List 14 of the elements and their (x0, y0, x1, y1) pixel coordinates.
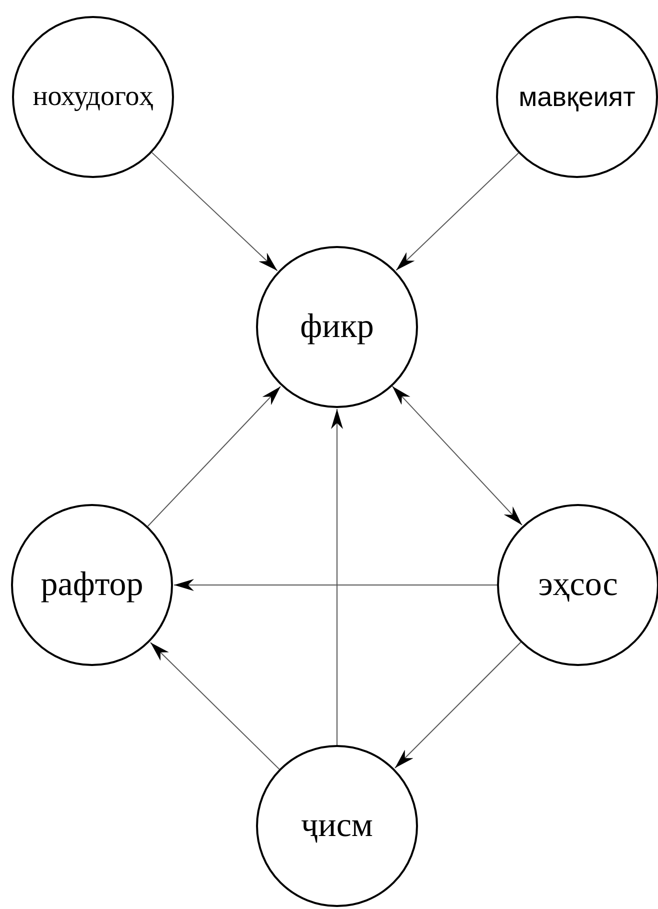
arrow (151, 152, 278, 272)
arrow (150, 642, 280, 770)
node-label: ҷисм (301, 809, 373, 843)
arrow (331, 408, 343, 746)
node-label: нохудогоҳ (32, 83, 154, 111)
node-label: эҳсос (538, 568, 618, 602)
node-label: рафтор (40, 568, 144, 602)
node-label: фикр (300, 310, 374, 344)
arrow (174, 579, 498, 591)
arrow (396, 152, 520, 271)
arrow (394, 642, 522, 769)
node-label: мавқеият (518, 84, 636, 110)
arrow (392, 386, 523, 526)
arrow (147, 386, 282, 527)
